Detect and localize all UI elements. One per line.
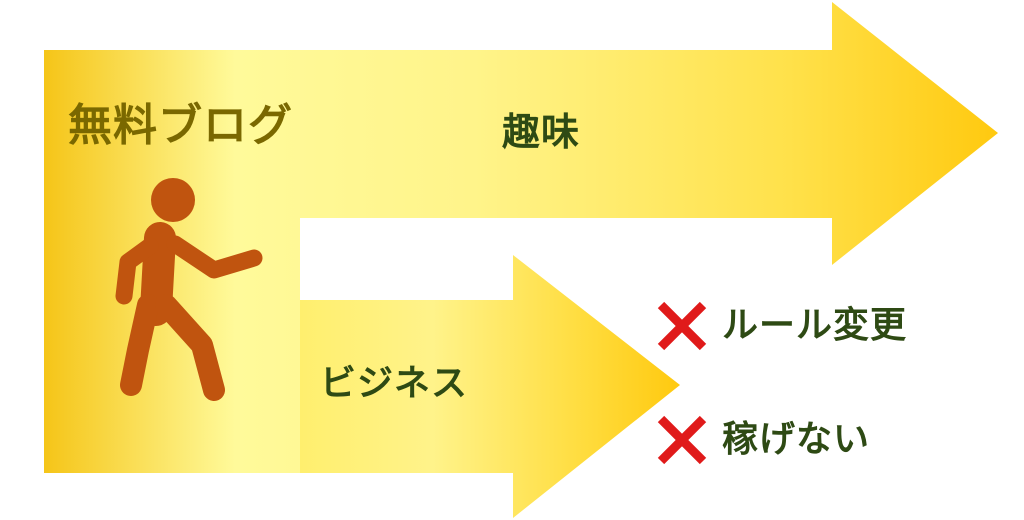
arrow-hobby (44, 2, 998, 473)
walking-person-icon (115, 178, 263, 401)
arrow-business (300, 255, 680, 518)
outcome-label: 稼げない (722, 419, 871, 460)
outcome-item-no-income: 稼げない (654, 412, 870, 468)
red-x-icon (657, 301, 707, 351)
outcome-item-rule-change: ルール変更 (654, 298, 907, 354)
hobby-branch-label: 趣味 (502, 110, 581, 154)
start-label: 無料ブログ (68, 100, 293, 151)
business-branch-label: ビジネス (320, 363, 469, 404)
outcome-label: ルール変更 (722, 305, 908, 346)
red-x-icon (657, 415, 707, 465)
